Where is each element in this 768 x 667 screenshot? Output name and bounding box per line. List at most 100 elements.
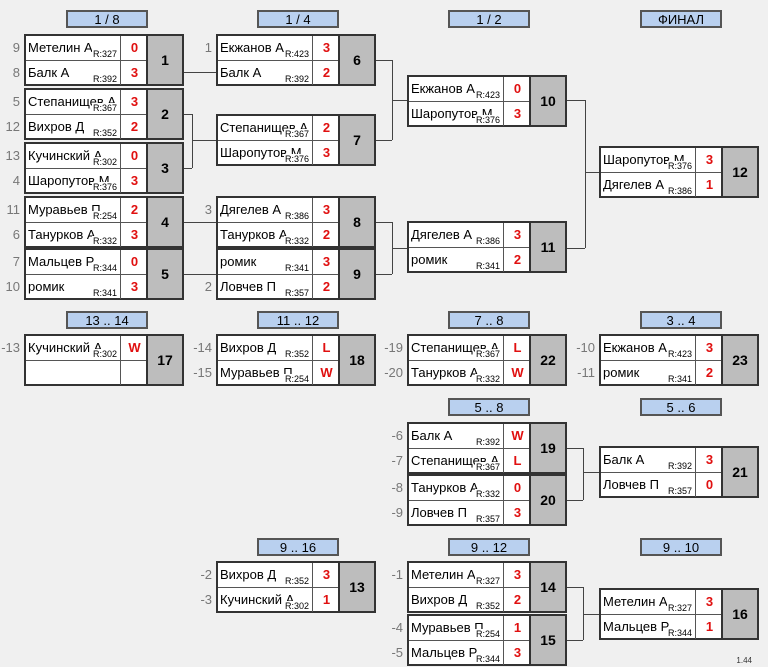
player-score: 0	[503, 77, 531, 102]
seed-label: -7	[391, 453, 403, 468]
bracket-connector	[585, 172, 586, 248]
player-name: Вихров Д	[220, 567, 277, 582]
bracket-connector	[376, 60, 392, 61]
seed-label: -20	[384, 365, 403, 380]
bracket-connector	[583, 587, 584, 614]
player-score: 2	[312, 275, 340, 299]
player-rating: R:386	[474, 236, 500, 246]
header-5-8: 5 .. 8	[448, 398, 530, 416]
header-7-8: 7 .. 8	[448, 311, 530, 329]
player-name: ромик	[220, 254, 257, 269]
bracket-connector	[376, 140, 392, 141]
player-name: Вихров Д	[411, 592, 468, 607]
player-name: Ловчев П	[220, 279, 276, 294]
player-score: 3	[312, 198, 340, 223]
player-rating: R:386	[666, 186, 692, 196]
header-9-12: 9 .. 12	[448, 538, 530, 556]
header-9-10: 9 .. 10	[640, 538, 722, 556]
player-rating: R:423	[666, 349, 692, 359]
player-name: Екжанов А	[603, 340, 667, 355]
header-final: ФИНАЛ	[640, 10, 722, 28]
match-number: 12	[721, 148, 757, 196]
seed-label: 2	[204, 279, 212, 294]
seed-label: -5	[391, 645, 403, 660]
seed-label: 10	[5, 279, 20, 294]
header-round-1-2: 1 / 2	[448, 10, 530, 28]
seed-label: -13	[1, 340, 20, 355]
seed-label: 3	[204, 202, 212, 217]
player-name: Вихров Д	[28, 119, 85, 134]
match-number: 8	[338, 198, 374, 246]
seed-label: 13	[5, 148, 20, 163]
player-name: Екжанов А	[220, 40, 284, 55]
bracket-connector	[392, 222, 393, 248]
player-score: 2	[503, 588, 531, 612]
seed-label: -10	[576, 340, 595, 355]
player-name: Шаропутов М	[603, 152, 685, 167]
player-score: 3	[312, 250, 340, 275]
player-score: 3	[312, 563, 340, 588]
player-rating: R:357	[666, 486, 692, 496]
player-score: 0	[120, 36, 148, 61]
seed-label: 5	[12, 94, 20, 109]
player-rating: R:352	[91, 128, 117, 138]
player-rating: R:367	[91, 103, 117, 113]
match-number: 5	[146, 250, 182, 298]
player-rating: R:302	[283, 601, 309, 611]
player-score: 3	[120, 61, 148, 85]
player-rating: R:367	[283, 129, 309, 139]
bracket-connector	[376, 222, 392, 223]
match-number: 17	[146, 336, 182, 384]
player-name: Дягелев А	[220, 202, 282, 217]
player-rating: R:352	[474, 601, 500, 611]
match-number: 3	[146, 144, 182, 192]
player-score: 3	[120, 223, 148, 247]
bracket-connector	[583, 472, 599, 473]
bracket-connector	[192, 114, 193, 140]
player-name: ромик	[411, 252, 448, 267]
match-number: 18	[338, 336, 374, 384]
player-score: W	[503, 361, 531, 385]
player-score: W	[503, 424, 531, 449]
match-number: 14	[529, 563, 565, 611]
header-round-1-8: 1 / 8	[66, 10, 148, 28]
bracket-connector	[192, 140, 216, 141]
bracket-connector	[392, 248, 407, 249]
bracket-connector	[184, 114, 192, 115]
player-row: Вихров Д R:352	[26, 115, 120, 139]
